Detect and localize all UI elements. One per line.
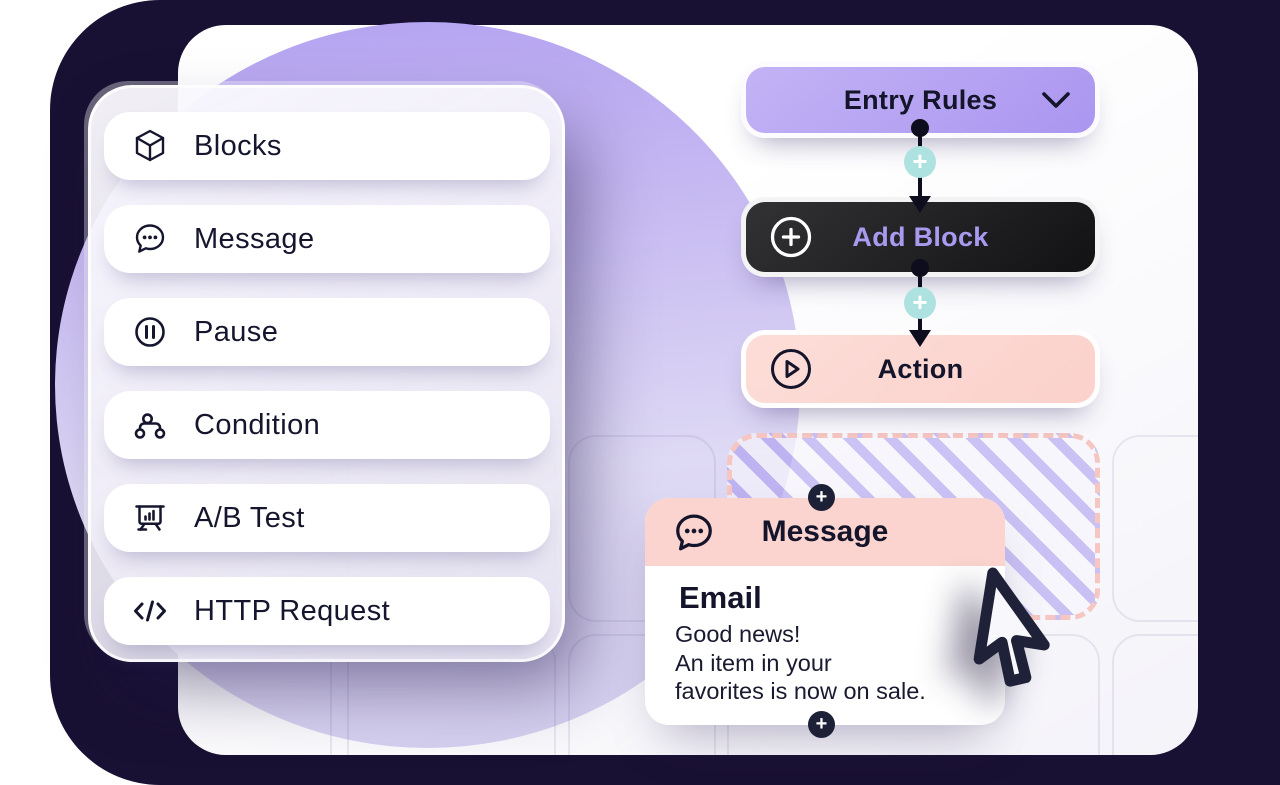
connector-add-to-action: + bbox=[902, 259, 938, 349]
add-step-plus-button[interactable]: + bbox=[904, 146, 936, 178]
play-circle-icon bbox=[768, 346, 814, 392]
branch-icon bbox=[130, 405, 170, 445]
chevron-down-icon[interactable] bbox=[1039, 87, 1073, 113]
email-text-line: favorites is now on sale. bbox=[675, 678, 926, 704]
chat-bubble-icon bbox=[669, 508, 719, 558]
entry-rules-label: Entry Rules bbox=[843, 84, 998, 115]
plus-circle-icon bbox=[768, 214, 814, 260]
email-text-line: Good news! bbox=[675, 621, 801, 647]
grid-cell bbox=[1112, 634, 1198, 755]
code-icon bbox=[130, 591, 170, 631]
add-block-label: Add Block bbox=[852, 221, 989, 252]
message-card-body: Email Good news! An item in your favorit… bbox=[645, 566, 1005, 706]
chat-bubble-icon bbox=[130, 219, 170, 259]
action-label: Action bbox=[877, 353, 964, 384]
sidebar-item-label: Message bbox=[194, 222, 315, 255]
message-block-card[interactable]: + Message Email Good news! An item in yo… bbox=[645, 484, 1005, 738]
pause-circle-icon bbox=[130, 312, 170, 352]
sidebar-item-label: Blocks bbox=[194, 129, 282, 162]
add-step-plus-button[interactable]: + bbox=[904, 287, 936, 319]
email-text-line: An item in your bbox=[675, 649, 832, 676]
sidebar-item-label: A/B Test bbox=[194, 501, 305, 534]
sidebar-item-blocks[interactable]: Blocks bbox=[104, 112, 550, 180]
sidebar-item-ab-test[interactable]: A/B Test bbox=[104, 484, 550, 552]
sidebar-item-condition[interactable]: Condition bbox=[104, 391, 550, 459]
sidebar-item-pause[interactable]: Pause bbox=[104, 298, 550, 366]
cube-icon bbox=[130, 126, 170, 166]
sidebar-item-label: HTTP Request bbox=[194, 594, 391, 627]
connector-entry-to-add: + bbox=[902, 119, 938, 214]
sidebar-item-message[interactable]: Message bbox=[104, 205, 550, 273]
arrow-down-icon bbox=[909, 196, 931, 213]
node-plus-button[interactable]: + bbox=[808, 711, 835, 738]
sidebar-item-label: Condition bbox=[194, 408, 321, 441]
message-card-title: Message bbox=[761, 515, 889, 548]
sidebar-item-label: Pause bbox=[194, 315, 279, 348]
email-heading: Email bbox=[679, 580, 762, 615]
grid-cell bbox=[1112, 435, 1198, 622]
node-plus-button[interactable]: + bbox=[808, 484, 835, 511]
arrow-down-icon bbox=[909, 330, 931, 347]
sidebar-item-http-request[interactable]: HTTP Request bbox=[104, 577, 550, 645]
block-palette-sidebar: Blocks Message Pause bbox=[88, 85, 565, 662]
presentation-chart-icon bbox=[130, 498, 170, 538]
